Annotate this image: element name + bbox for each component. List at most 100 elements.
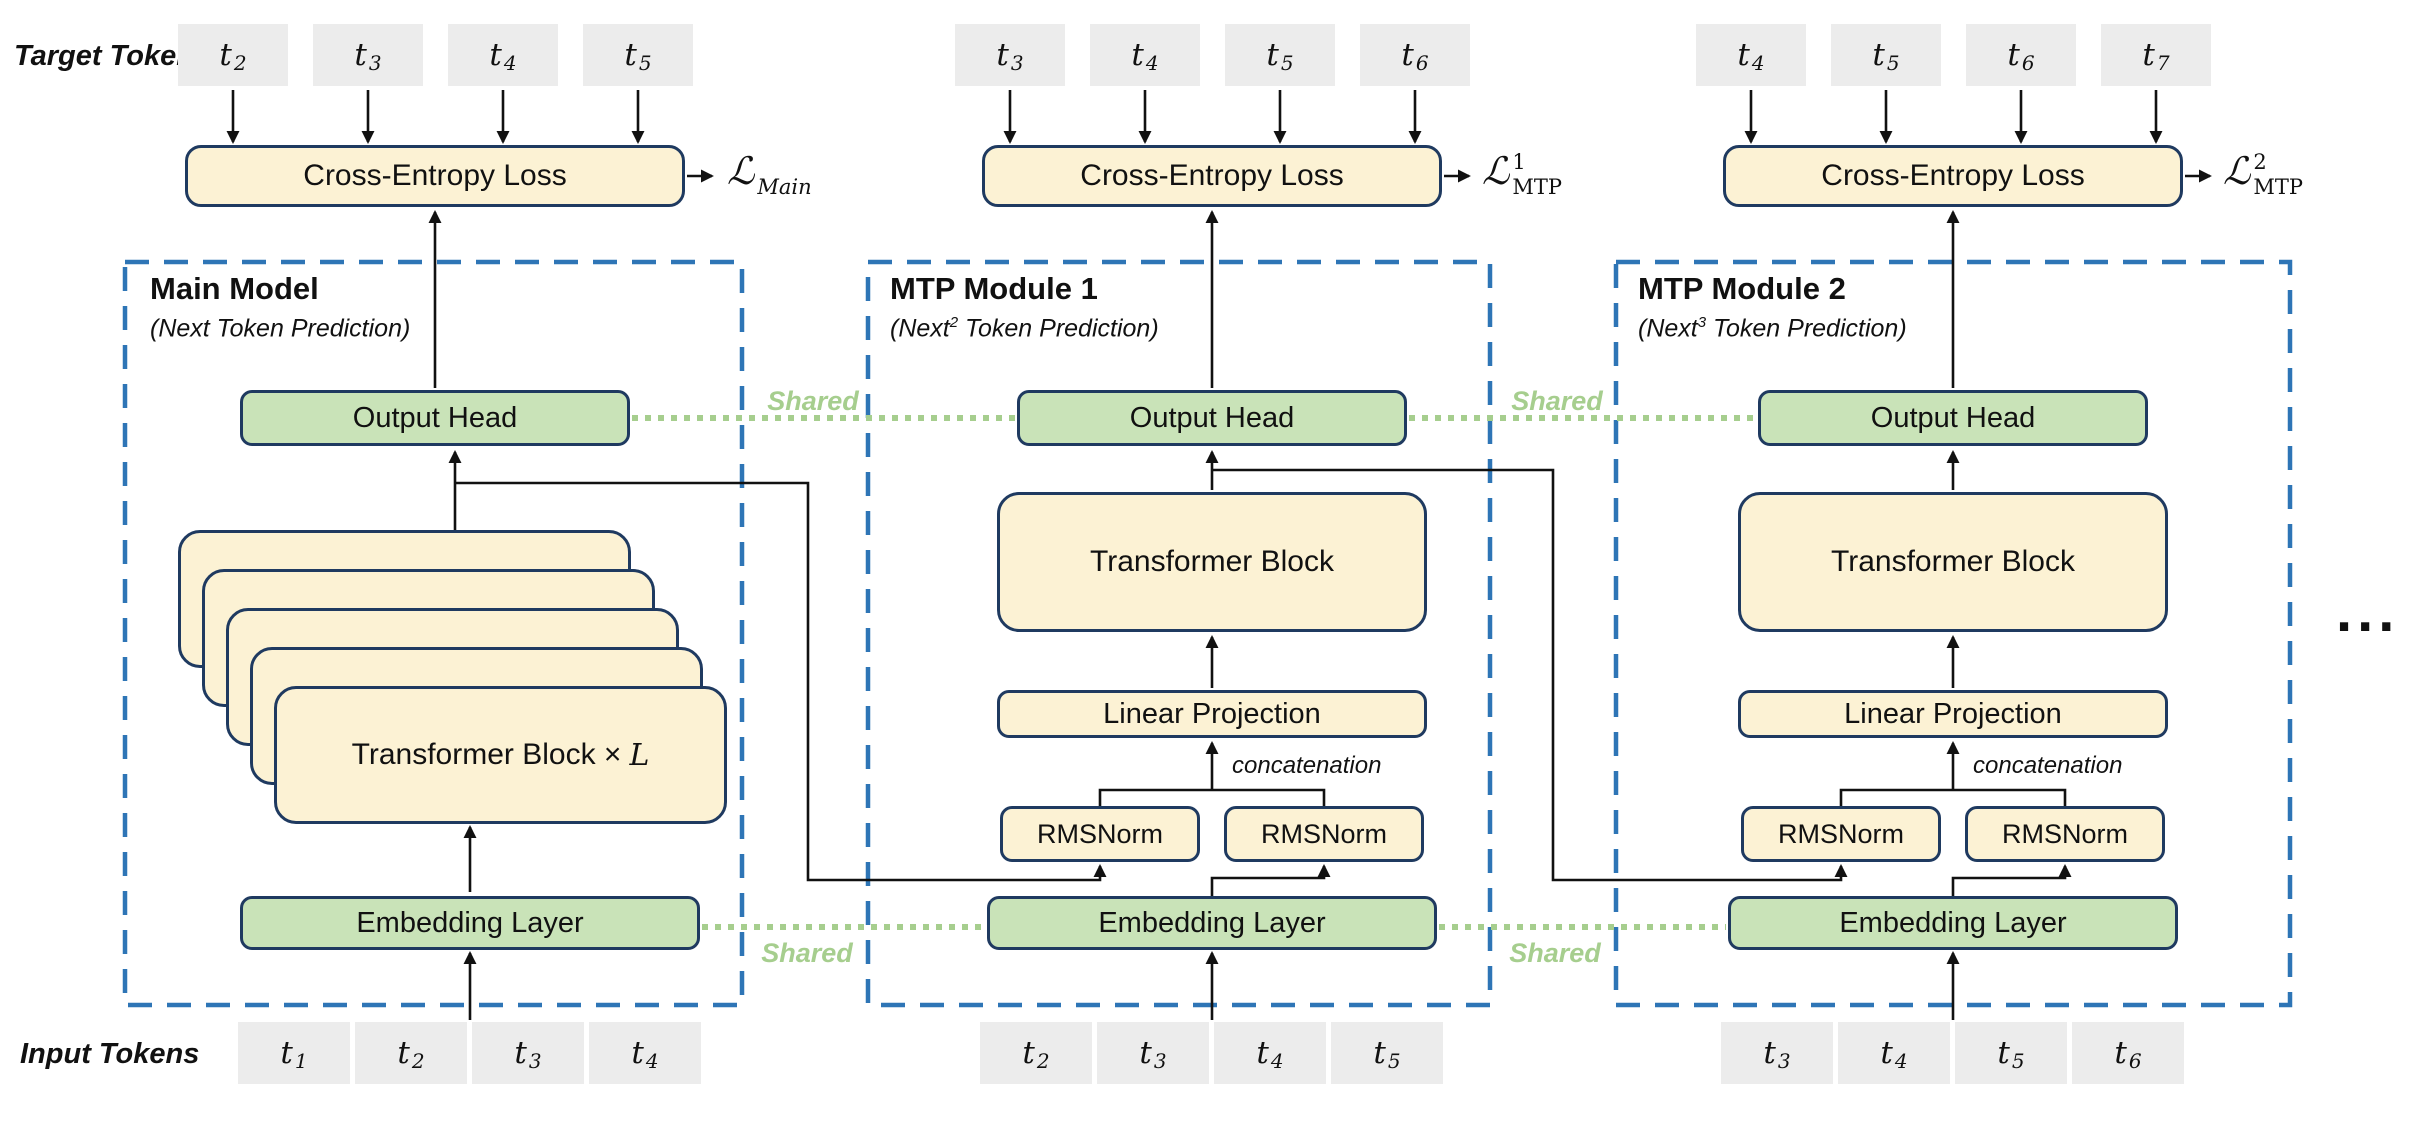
loss-symbol: ℒ [727, 149, 755, 193]
linear-projection-box: Linear Projection [1738, 690, 2168, 738]
cross-entropy-loss-box: Cross-Entropy Loss [185, 145, 685, 207]
loss-subscript: MTP [1512, 175, 1563, 199]
embedding-layer-box: Embedding Layer [1728, 896, 2178, 950]
subtitle-sup: 3 [1697, 314, 1707, 331]
subtitle-pre: (Next [890, 314, 950, 343]
token-sub: 4 [1145, 51, 1159, 75]
shared-label-output-head-2: Shared [1511, 386, 1603, 416]
concatenation-label: concatenation [1232, 752, 1382, 779]
token-sub: 5 [2011, 1049, 2025, 1073]
token-sub: 5 [1886, 51, 1900, 75]
loss-label-mtp1: ℒ 1 MTP [1482, 152, 1562, 198]
module-subtitle: (Next2 Token Prediction) [890, 314, 1159, 343]
shared-label-embedding-1: Shared [761, 938, 853, 968]
token-sub: 7 [2156, 51, 2170, 75]
token-base: t [1737, 37, 1750, 73]
module-title: MTP Module 1 [890, 271, 1098, 306]
token-base: t [1872, 37, 1885, 73]
module-title: Main Model [150, 271, 319, 306]
cross-entropy-loss-box: Cross-Entropy Loss [1723, 145, 2183, 207]
token-base: t [2007, 37, 2020, 73]
token-base: t [397, 1035, 410, 1071]
subtitle-pre: (Next [1638, 314, 1698, 343]
token-sub: 4 [503, 51, 517, 75]
data-flow-arrows [226, 90, 2212, 1020]
module-subtitle: (Next3 Token Prediction) [1638, 314, 1907, 343]
more-modules-ellipsis: ... [2336, 579, 2400, 644]
token-base: t [1266, 37, 1279, 73]
mtp-module-1-border [865, 259, 1493, 1008]
transformer-block-box: Transformer Block [997, 492, 1427, 632]
token-base: t [1880, 1035, 1893, 1071]
token-sub: 6 [2021, 51, 2035, 75]
token-sub: 3 [1153, 1049, 1167, 1073]
token-sub: 3 [368, 51, 382, 75]
embedding-layer-box: Embedding Layer [987, 896, 1437, 950]
token-base: t [354, 37, 367, 73]
rmsnorm-right-box: RMSNorm [1965, 806, 2165, 862]
rmsnorm-right-box: RMSNorm [1224, 806, 1424, 862]
cross-entropy-loss-box: Cross-Entropy Loss [982, 145, 1442, 207]
loss-label-main: ℒ Main [727, 152, 812, 198]
token-sub: 4 [1270, 1049, 1284, 1073]
token-sub: 5 [1280, 51, 1294, 75]
rmsnorm-left-box: RMSNorm [1000, 806, 1200, 862]
loss-superscript: 2 [2253, 150, 2267, 174]
token-base: t [219, 37, 232, 73]
subtitle-post: Token Prediction) [209, 314, 411, 343]
subtitle-post: Token Prediction) [958, 314, 1159, 343]
output-head-box: Output Head [240, 390, 630, 446]
transformer-block-box: Transformer Block [1738, 492, 2168, 632]
loss-symbol: ℒ [2223, 149, 2251, 193]
token-base: t [2114, 1035, 2127, 1071]
concatenation-label: concatenation [1973, 752, 2123, 779]
rmsnorm-left-box: RMSNorm [1741, 806, 1941, 862]
token-base: t [631, 1035, 644, 1071]
token-base: t [1256, 1035, 1269, 1071]
token-sub: 5 [638, 51, 652, 75]
token-sub: 4 [645, 1049, 659, 1073]
token-base: t [2142, 37, 2155, 73]
token-sub: 2 [1036, 1049, 1050, 1073]
subtitle-post: Token Prediction) [1706, 314, 1907, 343]
output-head-box: Output Head [1017, 390, 1407, 446]
main-model-border [122, 259, 745, 1008]
loss-symbol: ℒ [1482, 149, 1510, 193]
token-base: t [1131, 37, 1144, 73]
token-sub: 6 [1415, 51, 1429, 75]
token-base: t [489, 37, 502, 73]
subtitle-pre: (Next [150, 314, 210, 343]
shared-label-output-head-1: Shared [767, 386, 859, 416]
token-sub: 2 [233, 51, 247, 75]
loss-subscript: MTP [2253, 175, 2304, 199]
layer-count-variable: L [629, 737, 650, 773]
token-base: t [624, 37, 637, 73]
target-tokens-label: Target Tokens [14, 40, 211, 72]
token-base: t [1373, 1035, 1386, 1071]
token-base: t [996, 37, 1009, 73]
transformer-block-stack-front: Transformer Block × L [274, 686, 727, 824]
token-base: t [1139, 1035, 1152, 1071]
token-sub: 3 [1010, 51, 1024, 75]
token-sub: 2 [411, 1049, 425, 1073]
module-title: MTP Module 2 [1638, 271, 1846, 306]
token-sub: 3 [528, 1049, 542, 1073]
